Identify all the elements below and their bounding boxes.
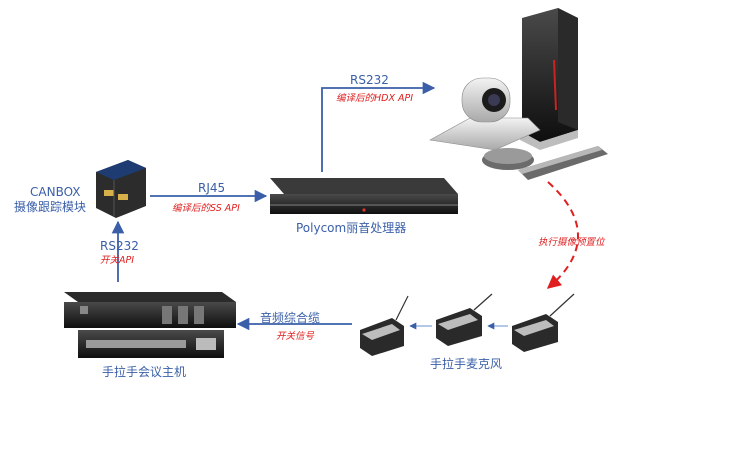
- processor-label: Polycom丽音处理器: [296, 221, 407, 235]
- microphone-unit-1: [360, 295, 409, 356]
- rj45-label: RJ45: [198, 181, 226, 195]
- remote-control: [518, 146, 608, 180]
- microphone-unit-3: [512, 293, 575, 352]
- canbox-description: 摄像跟踪模块: [14, 200, 87, 214]
- audio-cable-sublabel: 开关信号: [276, 331, 315, 342]
- audio-cable-label: 音频综合缆: [260, 311, 321, 325]
- rs232-top-label: RS232: [350, 73, 389, 87]
- canbox-name: CANBOX: [30, 185, 81, 199]
- ptz-camera-device: [429, 77, 541, 151]
- rs232-top-sublabel: 编译后的HDX API: [336, 93, 414, 104]
- microphone-unit-2: [436, 293, 493, 346]
- rs232-left-label: RS232: [100, 239, 139, 253]
- preset-sublabel: 执行摄像预置位: [538, 237, 605, 248]
- canbox-module-device: [96, 160, 146, 218]
- mics-label: 手拉手麦克风: [430, 357, 503, 371]
- link-rs232-top: [321, 81, 436, 172]
- rs232-left-sublabel: 开关API: [100, 255, 135, 266]
- video-codec-device: [520, 8, 578, 150]
- polycom-processor-device: [270, 178, 458, 214]
- conference-host-device: [64, 292, 236, 358]
- link-preset-dashed: [546, 181, 579, 289]
- host-label: 手拉手会议主机: [102, 365, 187, 379]
- rj45-sublabel: 编译后的SS API: [172, 203, 240, 214]
- table-microphone-pod: [482, 148, 534, 170]
